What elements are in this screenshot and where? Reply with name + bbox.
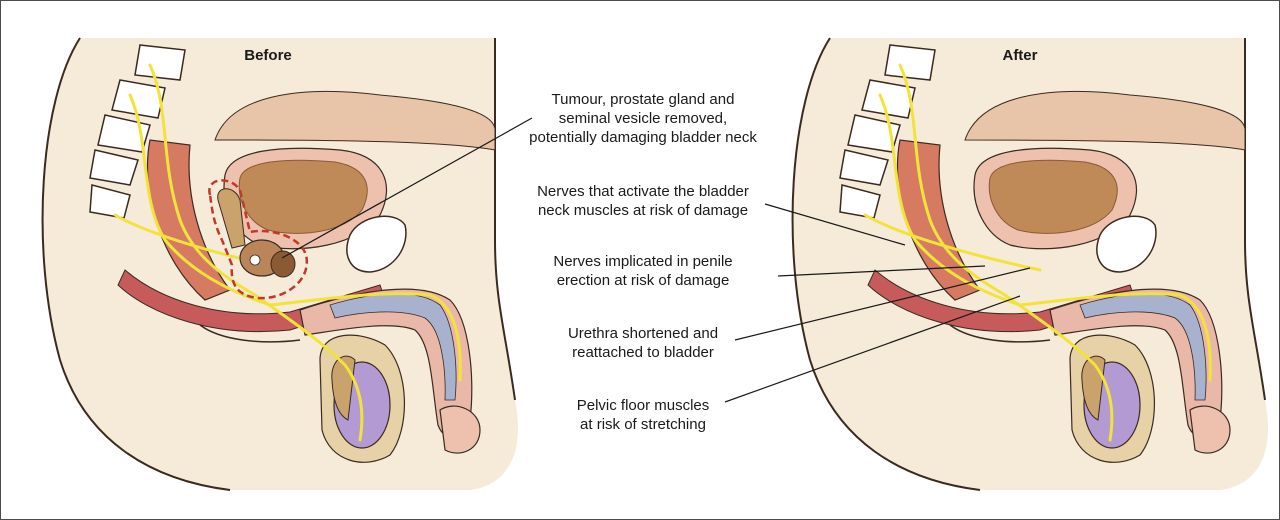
after-panel: After bbox=[791, 36, 1270, 492]
leader-lines bbox=[281, 117, 1031, 403]
annotation-line: Pelvic floor muscles bbox=[577, 397, 710, 414]
after-title: After bbox=[1002, 47, 1037, 64]
annotation-line: Tumour, prostate gland and bbox=[552, 91, 735, 108]
before-title: Before bbox=[244, 47, 292, 64]
annotation-line: at risk of stretching bbox=[580, 416, 706, 433]
annotation-bladder-nerves: Nerves that activate the bladder neck mu… bbox=[537, 183, 749, 219]
annotation-line: seminal vesicle removed, bbox=[559, 110, 727, 127]
annotation-line: Nerves implicated in penile bbox=[553, 253, 732, 270]
annotation-pelvic-floor: Pelvic floor muscles at risk of stretchi… bbox=[577, 397, 710, 433]
annotation-removed: Tumour, prostate gland and seminal vesic… bbox=[529, 91, 757, 146]
annotation-erection-nerves: Nerves implicated in penile erection at … bbox=[553, 253, 732, 289]
annotation-line: Nerves that activate the bladder bbox=[537, 183, 749, 200]
annotation-urethra: Urethra shortened and reattached to blad… bbox=[568, 325, 718, 361]
before-panel: Before bbox=[41, 36, 520, 492]
annotation-line: neck muscles at risk of damage bbox=[538, 202, 748, 219]
annotation-line: erection at risk of damage bbox=[557, 272, 730, 289]
annotation-line: reattached to bladder bbox=[572, 344, 714, 361]
prostate-gland bbox=[217, 188, 296, 278]
annotation-line: Urethra shortened and bbox=[568, 325, 718, 342]
annotation-line: potentially damaging bladder neck bbox=[529, 129, 757, 146]
removal-cutline bbox=[208, 179, 309, 300]
